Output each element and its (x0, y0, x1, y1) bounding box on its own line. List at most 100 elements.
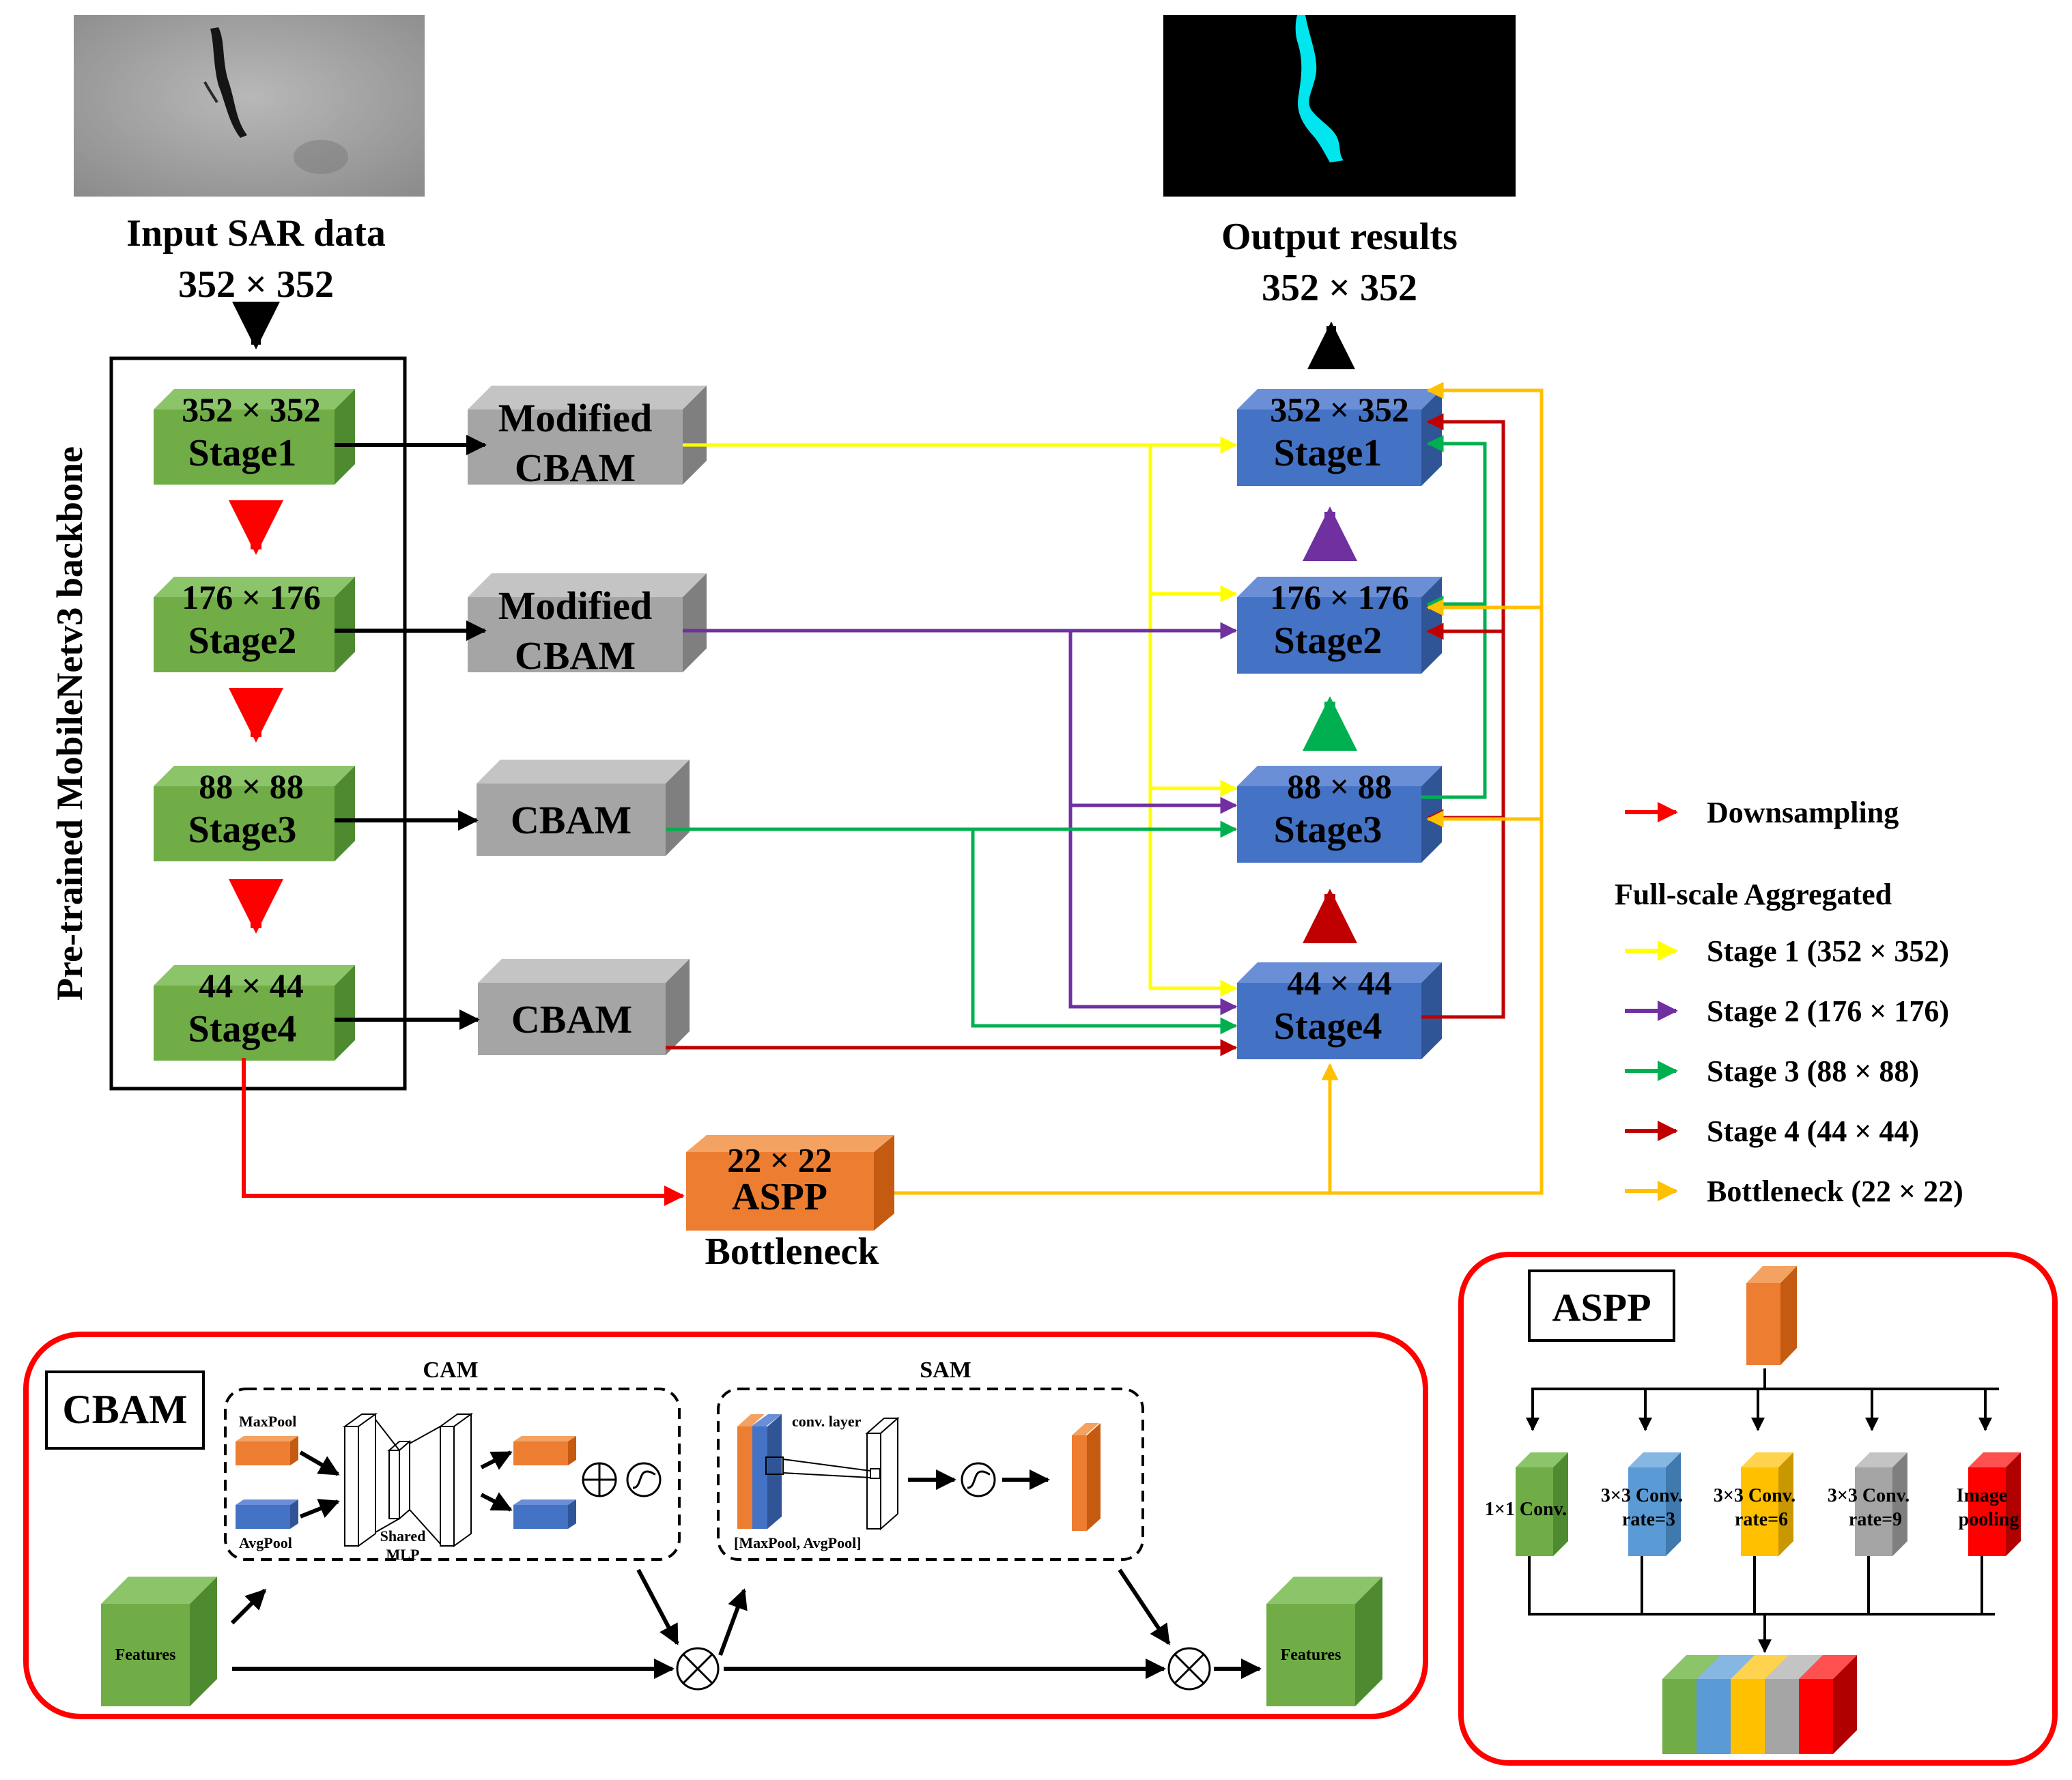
legend-item-label: Stage 2 (176 × 176) (1707, 994, 1949, 1028)
legend-item: Stage 3 (88 × 88) (1625, 1054, 1919, 1088)
aspp-concat-stack (1662, 1655, 1857, 1754)
sam-label: SAM (920, 1358, 971, 1383)
aspp-branch-line1: 3×3 Conv. (1828, 1485, 1910, 1506)
multiply-icon-1 (676, 1647, 720, 1691)
sigmoid-icon-cam (626, 1462, 662, 1497)
bottleneck-name: ASPP (732, 1176, 827, 1218)
cam-max-out (513, 1436, 576, 1465)
cam-label: CAM (423, 1358, 478, 1383)
conv-layer (782, 1416, 900, 1531)
multiply-icon-2 (1167, 1647, 1211, 1691)
encoder-stage-name: Stage3 (188, 809, 297, 851)
encoder-stage-name: Stage2 (188, 620, 297, 662)
legend-item-label: Stage 4 (44 × 44) (1707, 1115, 1919, 1148)
output-title: Output results (1221, 216, 1458, 258)
sigmoid-icon-sam (961, 1462, 996, 1497)
cbam-title: CBAM (62, 1387, 187, 1432)
attention-line2: CBAM (515, 633, 636, 678)
decoder-stage-name: Stage3 (1274, 809, 1382, 851)
aspp-branch-1: 1×1 Conv. (1485, 1452, 1568, 1556)
shared-mlp (342, 1413, 474, 1547)
encoder-stage-3: 88 × 88 Stage3 (154, 766, 355, 861)
cam-avg-out (513, 1499, 576, 1529)
decoder-stage-size: 88 × 88 (1287, 767, 1392, 805)
add-icon (582, 1462, 617, 1497)
features-in-label: Features (115, 1646, 176, 1664)
output-size: 352 × 352 (1262, 267, 1417, 309)
encoder-stage-size: 176 × 176 (182, 578, 321, 616)
input-size: 352 × 352 (178, 263, 334, 306)
encoder-stage-size: 352 × 352 (182, 390, 321, 429)
legend-item: Bottleneck (22 × 22) (1625, 1175, 1963, 1208)
aspp-title: ASPP (1552, 1285, 1651, 1330)
attention-module-3: CBAM (477, 760, 690, 856)
decoder-stage-size: 352 × 352 (1270, 390, 1409, 429)
aspp-branch-line1: 1×1 Conv. (1485, 1499, 1567, 1520)
legend-item-label: Bottleneck (22 × 22) (1707, 1175, 1963, 1208)
attention-line2: CBAM (515, 446, 636, 490)
aspp-branch-line2: pooling (1959, 1509, 2019, 1530)
backbone-label: Pre-trained MobileNetv3 backbone (49, 446, 90, 1001)
cbam-panel: CBAM CAM MaxPool AvgPool (23, 1332, 1428, 1719)
bottleneck-size: 22 × 22 (727, 1140, 832, 1179)
legend-item: Stage 2 (176 × 176) (1625, 994, 1949, 1028)
connections (229, 302, 1544, 1206)
pooled-features (737, 1414, 784, 1529)
aspp-panel: ASPP 1×1 Conv. 3×3 Conv. rate=3 3×3 Conv. ra… (1458, 1252, 2058, 1766)
decoder-stage-name: Stage4 (1274, 1005, 1382, 1048)
output-result-image (1163, 15, 1516, 197)
input-title: Input SAR data (126, 212, 386, 255)
encoder-stage-name: Stage1 (188, 432, 297, 474)
avgpool-block (236, 1499, 298, 1529)
decoder-stage-size: 44 × 44 (1287, 964, 1392, 1002)
aspp-branch-line2: rate=3 (1622, 1509, 1675, 1530)
aspp-branch-line2: rate=9 (1849, 1509, 1902, 1530)
aspp-branch-line1: 3×3 Conv. (1714, 1485, 1796, 1506)
maxpool-label: MaxPool (239, 1413, 296, 1430)
encoder-stage-size: 88 × 88 (199, 767, 304, 805)
aspp-branch-4: 3×3 Conv. rate=9 (1828, 1452, 1910, 1556)
backbone-frame (109, 356, 407, 1091)
shared-mlp-label-1: Shared (380, 1527, 426, 1545)
decoder-stage-3: 88 × 88 Stage3 (1237, 766, 1442, 863)
attention-line1: CBAM (511, 798, 631, 842)
features-out-cube: Features (1266, 1577, 1382, 1706)
input-sar-image (74, 15, 425, 197)
pool-concat-label: [MaxPool, AvgPool] (734, 1534, 862, 1551)
aspp-input-block (1746, 1266, 1797, 1365)
maxpool-block (236, 1436, 298, 1465)
aspp-branch-line1: 3×3 Conv. (1601, 1485, 1683, 1506)
avgpool-label: AvgPool (239, 1534, 292, 1551)
encoder-stage-size: 44 × 44 (199, 966, 304, 1005)
shared-mlp-label-2: MLP (386, 1546, 420, 1563)
decoder-stage-name: Stage2 (1274, 620, 1382, 662)
conv-layer-label: conv. layer (792, 1413, 862, 1430)
encoder-stage-name: Stage4 (188, 1008, 297, 1050)
attention-line1: Modified (498, 584, 653, 628)
bottleneck-aspp-box: 22 × 22 ASPP (686, 1135, 894, 1231)
decoder-stage-size: 176 × 176 (1270, 578, 1409, 616)
legend-item-label: Stage 3 (88 × 88) (1707, 1054, 1919, 1088)
legend-item-label: Stage 1 (352 × 352) (1707, 934, 1949, 968)
aspp-branch-2: 3×3 Conv. rate=3 (1601, 1452, 1683, 1556)
legend-heading: Full-scale Aggregated (1615, 878, 1892, 911)
features-in-cube: Features (101, 1577, 217, 1706)
attention-line1: CBAM (511, 997, 632, 1042)
aspp-branch-3: 3×3 Conv. rate=6 (1714, 1452, 1796, 1556)
attention-line1: Modified (498, 396, 653, 440)
features-out-label: Features (1281, 1646, 1342, 1664)
aspp-branch-line2: rate=6 (1735, 1509, 1788, 1530)
legend-item: Stage 1 (352 × 352) (1625, 934, 1949, 968)
legend-item: Stage 4 (44 × 44) (1625, 1115, 1919, 1148)
aspp-branch-line1: Image (1957, 1485, 2008, 1506)
spatial-map (1072, 1423, 1101, 1531)
